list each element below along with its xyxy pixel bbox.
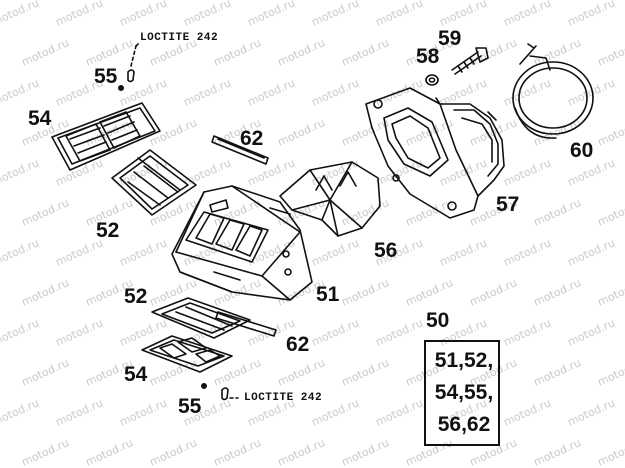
- callout-57: 57: [496, 193, 520, 216]
- stop-plate-62-top: [211, 135, 269, 165]
- kit-line-3: 56,62: [437, 413, 491, 436]
- reed-plate-54-bottom: [141, 335, 233, 373]
- callout-58: 58: [416, 45, 440, 68]
- screw-55-top: [118, 41, 141, 92]
- hose-clamp-60: [512, 43, 594, 139]
- callout-52-bottom: 52: [124, 285, 148, 308]
- callout-55-top: 55: [94, 65, 118, 88]
- loctite-note-bottom: LOCTITE 242: [244, 392, 323, 404]
- reed-plate-54-top: [51, 102, 161, 171]
- bolt-59: [451, 47, 489, 75]
- callout-62-bottom: 62: [286, 333, 310, 356]
- kit-line-1: 51,52,: [434, 349, 494, 372]
- callout-56: 56: [374, 239, 398, 262]
- callout-54-top: 54: [28, 107, 52, 130]
- callout-55-bottom: 55: [178, 395, 202, 418]
- callout-51: 51: [316, 283, 340, 306]
- reed-petal-52-bottom: [151, 297, 251, 339]
- stop-plate-62-bottom: [215, 311, 277, 337]
- callout-60: 60: [570, 139, 594, 162]
- intake-flange-57: [365, 87, 505, 219]
- callout-59: 59: [438, 27, 462, 50]
- callout-54-bottom: 54: [124, 363, 148, 386]
- screw-55-bottom: [201, 382, 239, 401]
- callout-52-top: 52: [96, 219, 120, 242]
- reed-block-51: [171, 185, 313, 301]
- callout-50: 50: [426, 309, 450, 332]
- washer-58: [425, 74, 439, 86]
- kit-line-2: 54,55,: [434, 381, 494, 404]
- callout-62-top: 62: [240, 127, 264, 150]
- loctite-note-top: LOCTITE 242: [140, 32, 219, 44]
- shroud-56: [279, 161, 381, 237]
- reed-petal-52-top: [111, 149, 197, 216]
- kit-contents-box: 51,52, 54,55, 56,62: [424, 340, 500, 446]
